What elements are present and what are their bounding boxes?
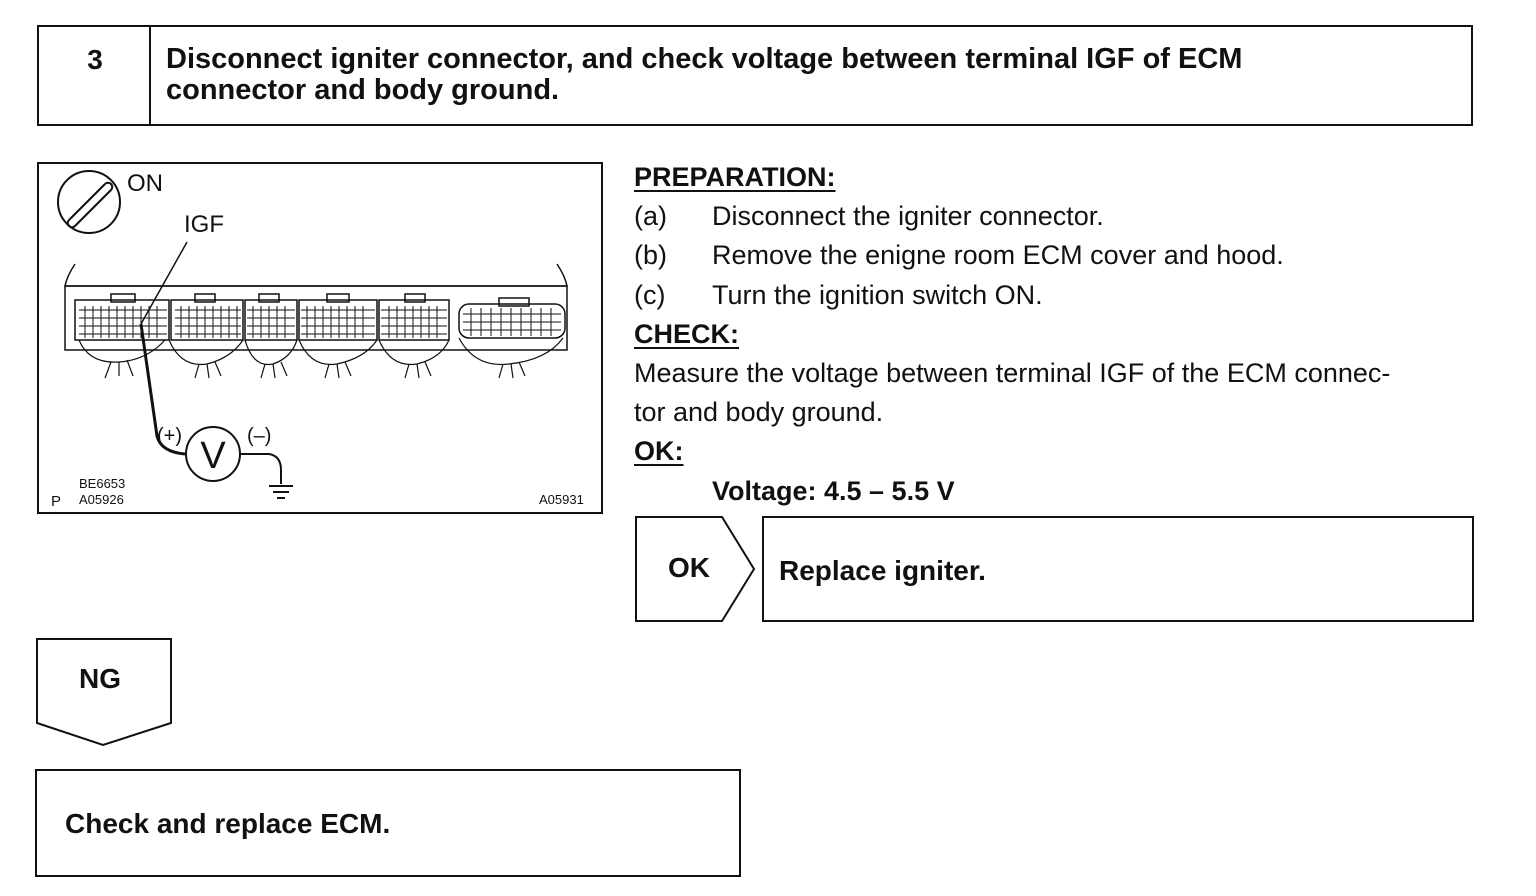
- positive-probe-label: (+): [157, 425, 182, 447]
- ng-result-box: Check and replace ECM.: [35, 769, 741, 877]
- ok-label: OK: [668, 552, 710, 583]
- body-ground-icon: [269, 485, 293, 499]
- figure-code-right: A05931: [539, 492, 584, 507]
- wiring-diagram: ON IGF: [51, 170, 584, 510]
- negative-probe-label: (–): [247, 425, 271, 447]
- preparation-item-letter: (a): [634, 201, 667, 231]
- step-header: 3 Disconnect igniter connector, and chec…: [37, 25, 1473, 126]
- preparation-item-a: (a) Disconnect the igniter connector.: [634, 201, 1104, 231]
- preparation-heading: PREPARATION:: [634, 162, 836, 192]
- ng-label: NG: [79, 663, 121, 694]
- ecm-connector-illustration: ON IGF: [37, 162, 603, 514]
- preparation-item-text: Remove the enigne room ECM cover and hoo…: [712, 240, 1284, 270]
- check-instruction-line-2: tor and body ground.: [634, 397, 884, 427]
- ok-result-text: Replace igniter.: [779, 555, 986, 586]
- ok-spec-heading: OK:: [634, 436, 684, 466]
- voltmeter-symbol: V: [200, 435, 226, 477]
- step-title-line-1: Disconnect igniter connector, and check …: [166, 43, 1243, 75]
- ok-arrow-tag: [635, 516, 756, 622]
- preparation-item-text: Disconnect the igniter connector.: [712, 201, 1104, 231]
- figure-code-p: P: [51, 493, 61, 510]
- step-title-line-2: connector and body ground.: [166, 74, 560, 106]
- preparation-item-letter: (c): [634, 280, 666, 310]
- ok-result-box: Replace igniter.: [762, 516, 1474, 622]
- figure-code-top: BE6653: [79, 476, 125, 491]
- ng-arrow-tag: [36, 638, 172, 747]
- ignition-on-label: ON: [127, 170, 163, 197]
- figure-code-bottom: A05926: [79, 492, 124, 507]
- step-number: 3: [87, 44, 103, 75]
- preparation-item-b: (b) Remove the enigne room ECM cover and …: [634, 240, 1284, 270]
- ecm-connector-block-icon: [64, 263, 568, 351]
- wire-harness-icon: [78, 337, 564, 379]
- preparation-item-text: Turn the ignition switch ON.: [712, 280, 1043, 310]
- igf-terminal-label: IGF: [184, 211, 224, 238]
- check-heading: CHECK:: [634, 319, 739, 349]
- ok-spec-value: Voltage: 4.5 – 5.5 V: [712, 476, 955, 506]
- ng-result-text: Check and replace ECM.: [65, 808, 391, 839]
- ignition-switch-icon: [57, 170, 121, 234]
- voltmeter-icon: V: [185, 426, 241, 482]
- preparation-item-c: (c) Turn the ignition switch ON.: [634, 280, 1043, 310]
- step-title: Disconnect igniter connector, and check …: [166, 44, 1456, 106]
- preparation-item-letter: (b): [634, 240, 667, 270]
- step-number-cell: 3: [39, 27, 151, 124]
- check-instruction-line-1: Measure the voltage between terminal IGF…: [634, 358, 1391, 388]
